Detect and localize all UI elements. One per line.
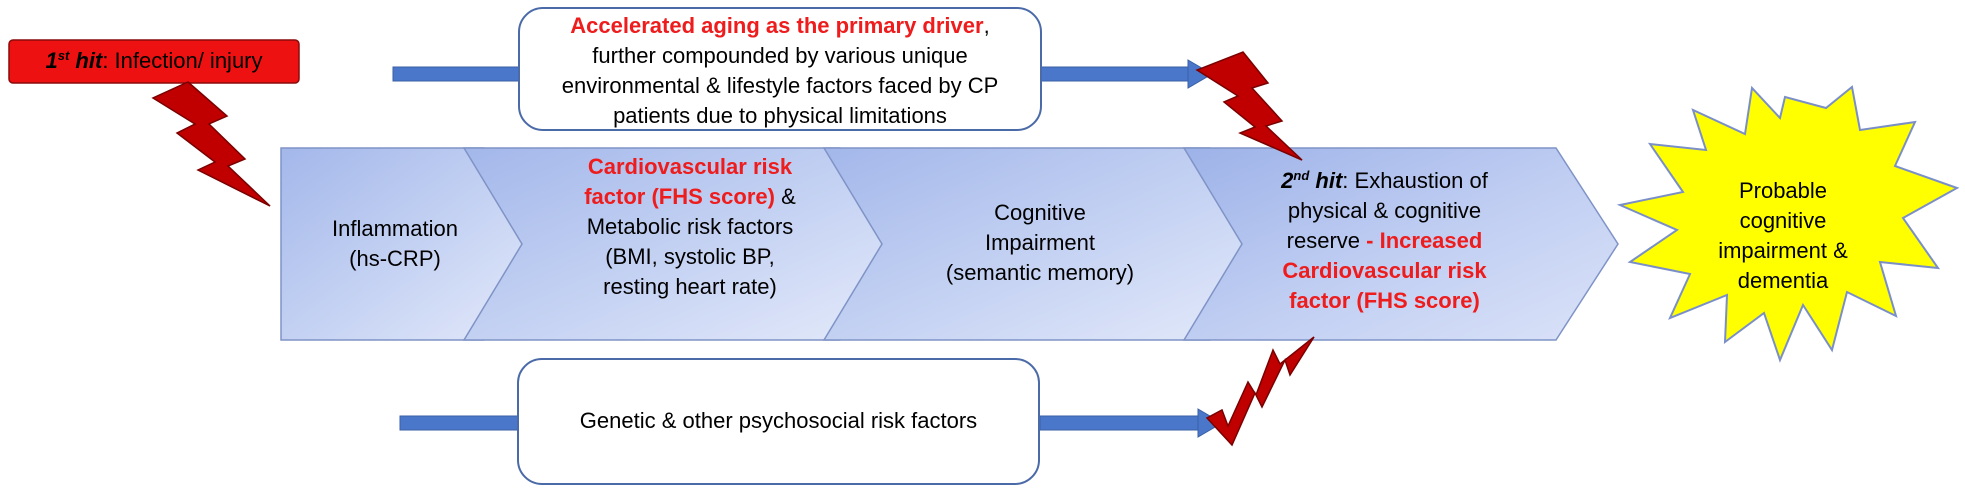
chevron-cognitive-text: Cognitive Impairment (semantic memory) — [920, 198, 1160, 288]
first-hit-sup: st — [57, 48, 70, 63]
lightning-bolt-icon — [1205, 336, 1315, 447]
top-box-rest-text: , further compounded by various unique e… — [561, 13, 999, 128]
first-hit-box — [8, 39, 300, 84]
cognitive-sublabel: (semantic memory) — [945, 260, 1135, 285]
top-box-red-text: Accelerated aging as the primary driver — [570, 13, 984, 38]
bottom-arrow — [399, 408, 1223, 438]
chevron-second-hit — [1182, 147, 1619, 341]
outcome-text: Probable cognitive impairment & dementia — [1718, 178, 1848, 293]
chevron-second-hit-text: 2nd hit: Exhaustion of physical & cognit… — [1262, 166, 1507, 316]
chevron-inflammation-text: Inflammation (hs-CRP) — [300, 214, 490, 274]
first-hit-number: 1 — [45, 48, 58, 73]
second-hit-sup: nd — [1293, 168, 1310, 183]
top-arrow — [392, 59, 1213, 89]
metabolic-sublabel: (BMI, systolic BP, resting heart rate) — [603, 244, 777, 299]
second-hit-word: hit — [1309, 168, 1343, 193]
first-hit-word: hit — [69, 48, 103, 73]
lightning-bolt-icon — [151, 81, 271, 207]
first-hit-label: 1st hit: Infection/ injury — [9, 46, 299, 76]
bottom-box-text: Genetic & other psychosocial risk factor… — [579, 408, 978, 433]
chevron-cardiovascular-text: Cardiovascular risk factor (FHS score) &… — [565, 152, 815, 302]
inflammation-sublabel: (hs-CRP) — [349, 246, 441, 271]
second-hit-red-text: - Increased Cardiovascular risk factor (… — [1282, 228, 1487, 313]
right-arrow-icon — [1187, 59, 1213, 89]
bottom-text-box — [517, 358, 1040, 485]
top-box-text: Accelerated aging as the primary driver,… — [540, 11, 1020, 131]
first-hit-text: : Infection/ injury — [102, 48, 263, 73]
metabolic-text: & Metabolic risk factors — [586, 184, 796, 239]
explosion-burst-icon — [1616, 85, 1960, 363]
second-hit-number: 2 — [1281, 168, 1294, 193]
top-text-box — [518, 7, 1042, 131]
inflammation-label: Inflammation — [332, 216, 458, 241]
second-hit-rest: : Exhaustion of physical & cognitive res… — [1286, 168, 1488, 253]
lightning-bolt-icon — [1195, 51, 1303, 161]
cognitive-label: Cognitive Impairment — [984, 200, 1096, 255]
cardiovascular-red-text: Cardiovascular risk factor (FHS score) — [584, 154, 793, 209]
